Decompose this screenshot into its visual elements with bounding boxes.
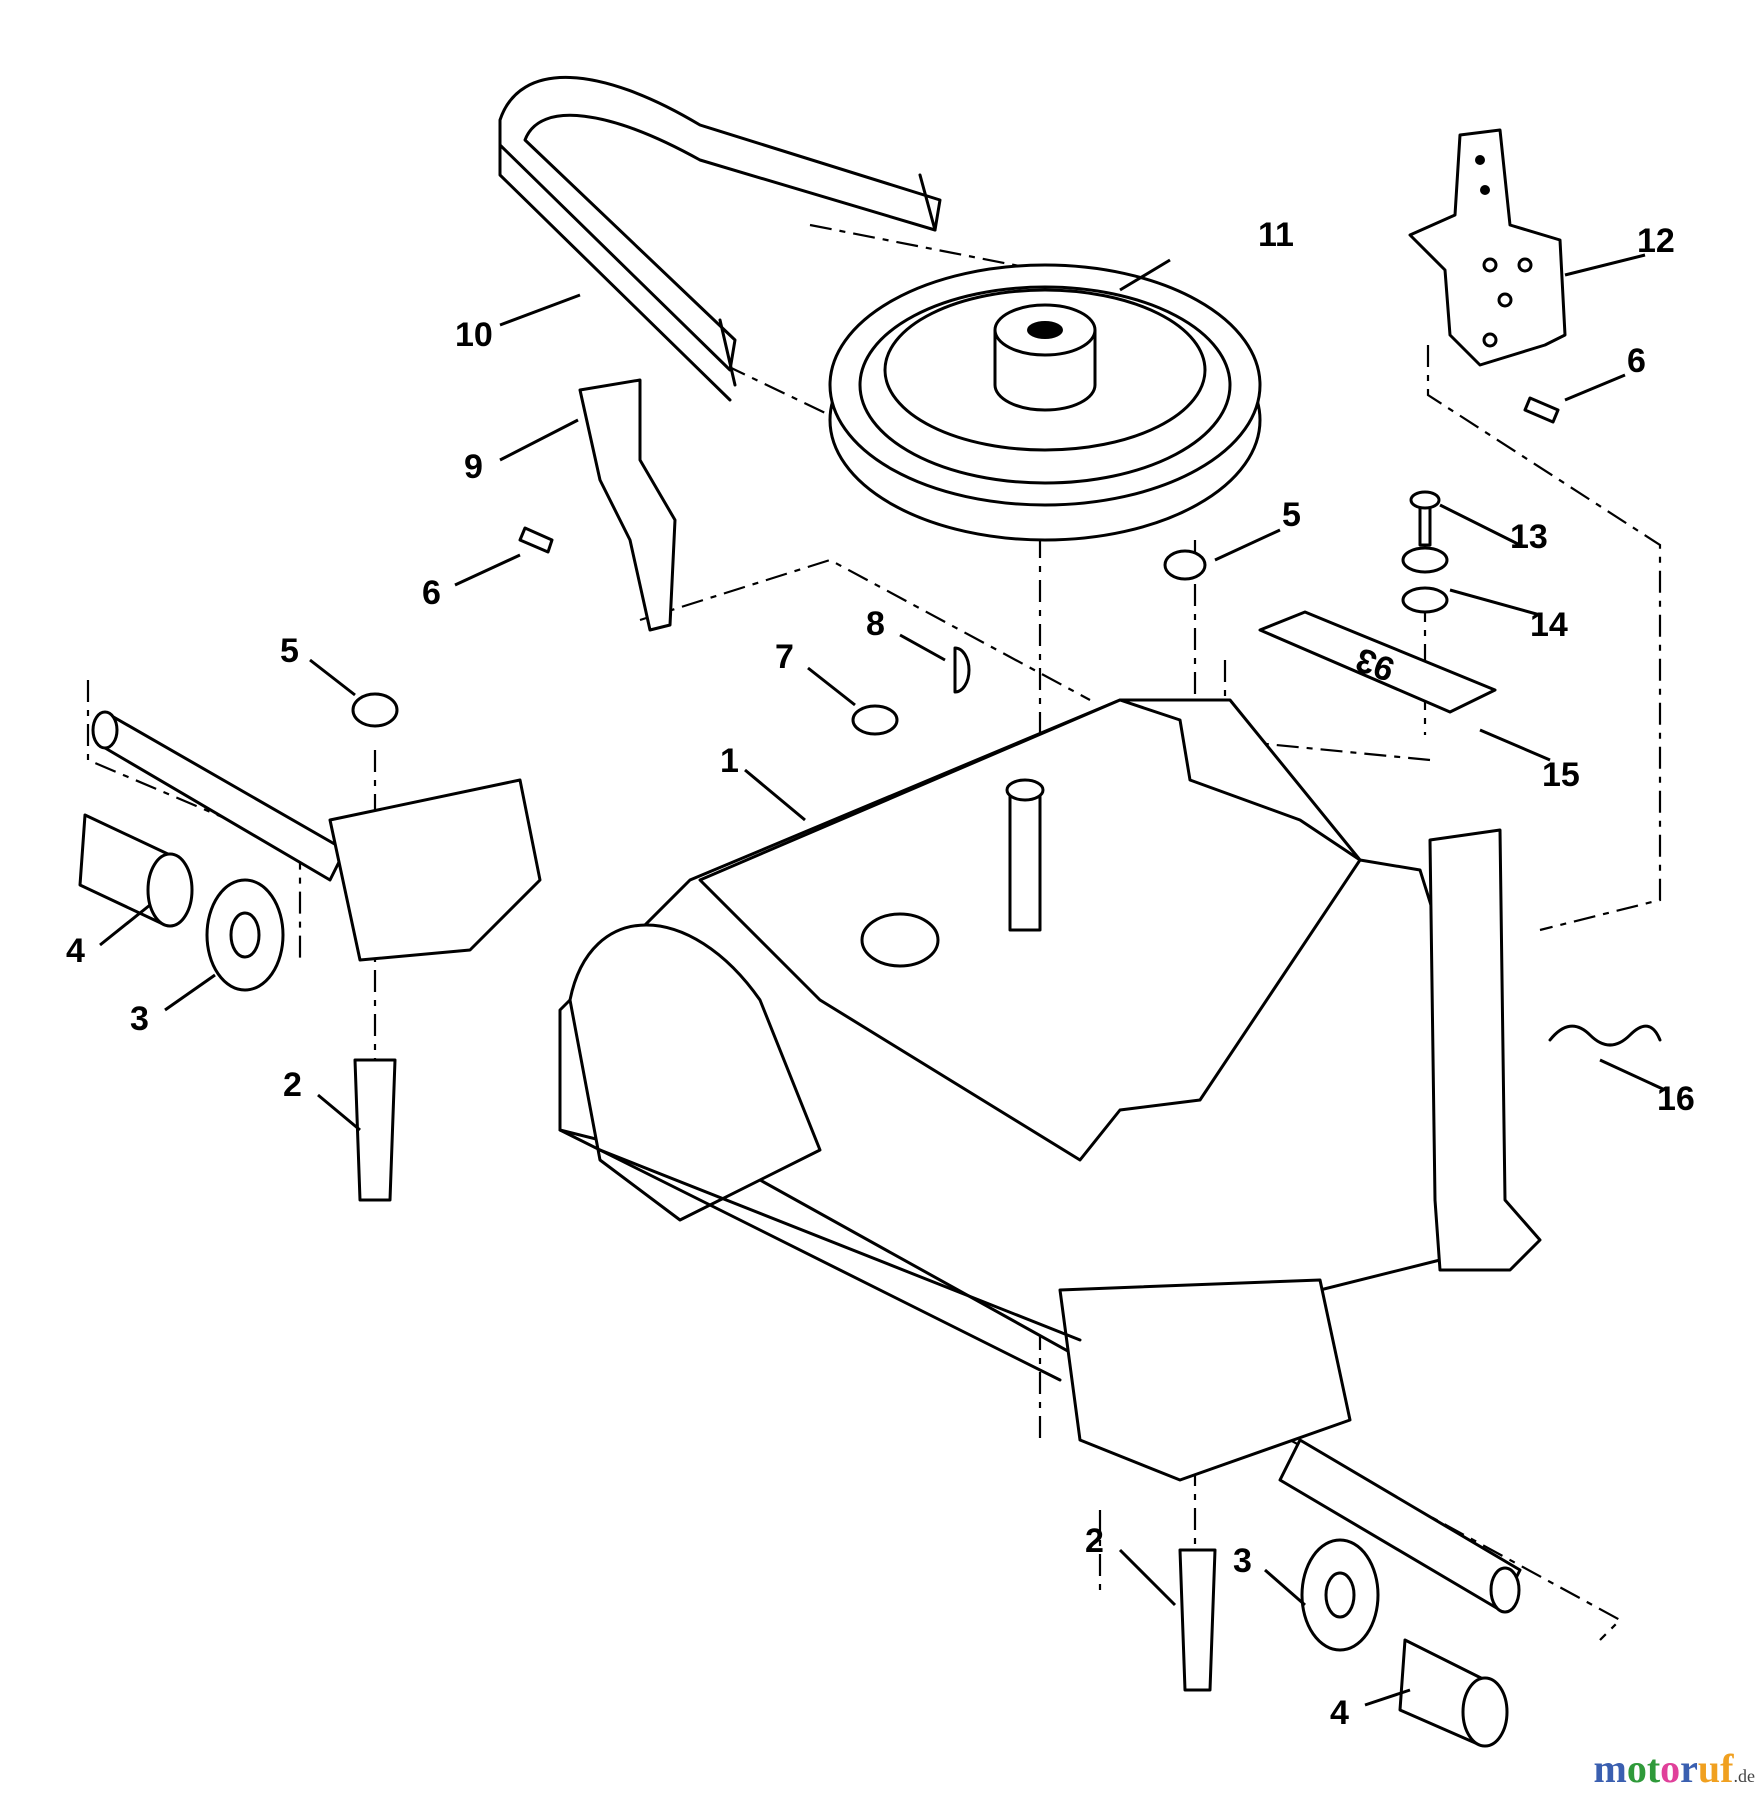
callout-6-right: 6 [1627,342,1646,380]
watermark-text: motoruf [1594,1746,1734,1791]
right-axle-parts [1278,1438,1522,1748]
watermark-suffix: .de [1733,1766,1756,1786]
drive-belt [498,75,942,402]
key-8 [953,646,971,694]
callout-5-left: 5 [280,632,299,670]
bolt-2-left [353,1058,397,1202]
spring-16 [1548,1024,1662,1047]
callout-14: 14 [1530,606,1568,644]
callout-13: 13 [1510,518,1548,556]
callout-4-right: 4 [1330,1694,1349,1732]
callout-12: 12 [1637,222,1675,260]
pulley [828,263,1262,542]
callout-5-mid: 5 [1282,496,1301,534]
watermark-letter: o [1626,1746,1647,1791]
callout-6-left: 6 [422,574,441,612]
washer-14b [1401,586,1449,614]
callout-11: 11 [1258,216,1294,254]
watermark-letter: f [1720,1746,1734,1791]
watermark-letter: m [1593,1746,1627,1791]
callout-7: 7 [775,638,794,676]
watermark-letter: o [1660,1746,1681,1791]
screw-6-right [1523,396,1560,424]
callout-2-left: 2 [283,1066,302,1104]
watermark-letter: t [1646,1746,1661,1791]
bolt-2-right [1178,1548,1217,1692]
callout-10: 10 [455,316,493,354]
transaxle-housing [328,698,1542,1482]
leader-lines [99,253,1666,1707]
hardware [351,396,1662,1692]
nut-5-mid [1163,549,1207,581]
bracket-12 [1408,128,1567,367]
watermark-letter: r [1680,1746,1698,1791]
plate-15: 93 [1258,610,1497,714]
nut-5-left [351,692,399,728]
callout-1: 1 [720,742,739,780]
ring-7 [851,704,899,736]
bracket-9 [578,378,677,632]
callout-3-left: 3 [130,1000,149,1038]
callout-16: 16 [1657,1080,1695,1118]
callout-8: 8 [866,605,885,643]
callout-2-right: 2 [1085,1522,1104,1560]
watermark-logo: motoruf.de [1594,1745,1756,1792]
callout-4-left: 4 [66,932,85,970]
screw-6-left [518,526,554,554]
callout-9: 9 [464,448,483,486]
callout-labels: 1 2 2 3 3 4 4 5 5 6 6 7 8 9 10 11 12 13 … [66,216,1695,1732]
callout-3-right: 3 [1233,1542,1252,1580]
watermark-letter: u [1697,1746,1721,1791]
washer-14a [1401,546,1449,574]
left-axle-parts [78,710,347,992]
callout-15: 15 [1542,756,1580,794]
